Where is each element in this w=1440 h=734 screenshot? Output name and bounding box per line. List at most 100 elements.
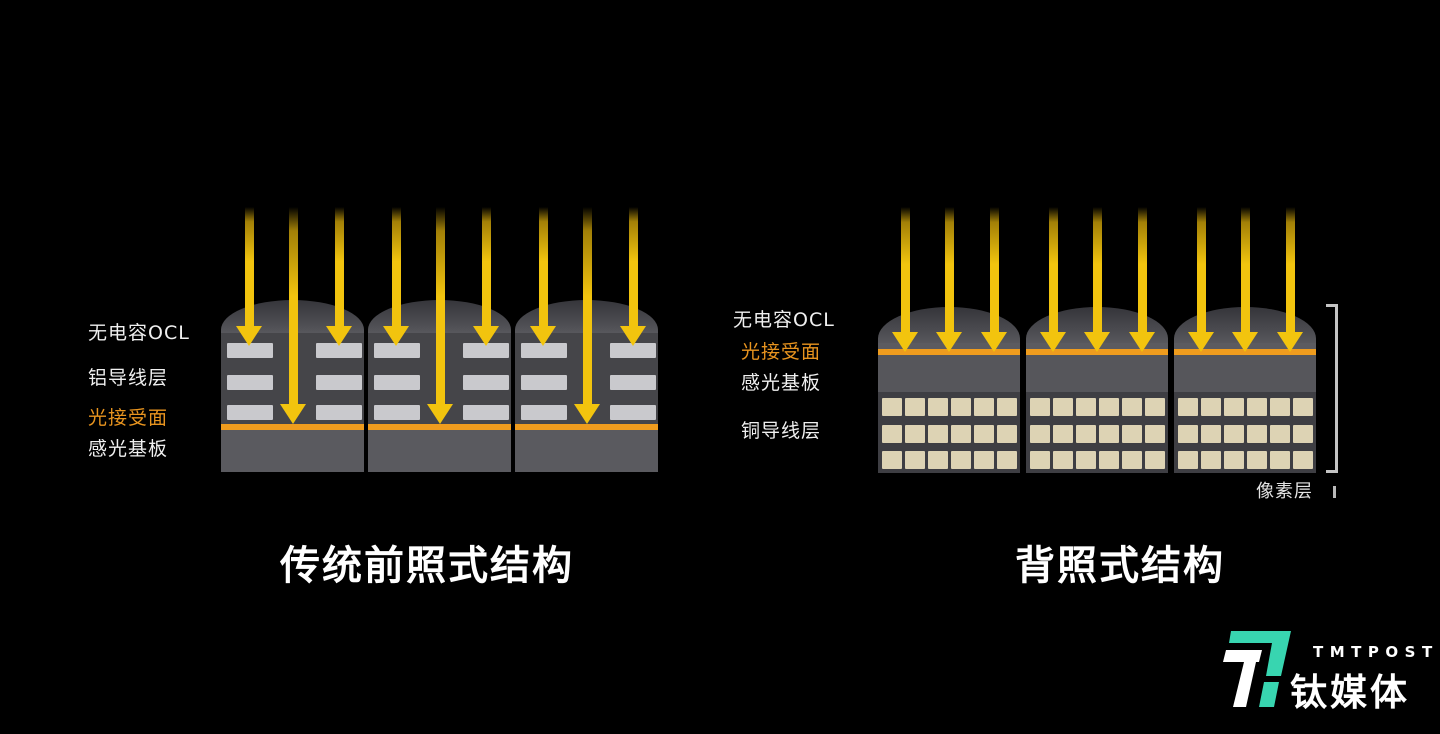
copper-block — [1247, 398, 1267, 416]
copper-block — [882, 451, 902, 469]
logo-teal-seven — [1229, 631, 1291, 676]
wiring-bar — [521, 375, 567, 390]
substrate-layer — [221, 430, 364, 472]
light-surface-line — [221, 424, 364, 430]
arrow-shaft — [391, 207, 401, 328]
label-right-ocl: 无电容OCL — [733, 309, 835, 331]
arrow-head — [383, 326, 409, 346]
copper-wiring-layer — [1174, 392, 1316, 473]
wiring-bar — [374, 375, 420, 390]
light-arrow — [1188, 207, 1214, 352]
copper-block — [1053, 425, 1073, 443]
copper-block — [1030, 451, 1050, 469]
copper-block — [1224, 398, 1244, 416]
light-arrow — [1129, 207, 1155, 352]
copper-block — [1099, 425, 1119, 443]
arrow-shaft — [334, 207, 344, 328]
wiring-bar — [227, 405, 273, 420]
arrow-head — [1188, 332, 1214, 352]
light-arrow — [326, 207, 352, 346]
arrow-head — [574, 404, 600, 424]
substrate-layer — [515, 430, 658, 472]
light-surface-line — [1026, 349, 1168, 355]
copper-block — [928, 398, 948, 416]
copper-block — [1076, 425, 1096, 443]
substrate-layer — [368, 430, 511, 472]
light-surface-line — [878, 349, 1020, 355]
light-arrow — [383, 207, 409, 346]
arrow-head — [620, 326, 646, 346]
copper-block — [1030, 398, 1050, 416]
wiring-bar — [610, 405, 656, 420]
wiring-bar — [610, 375, 656, 390]
title-front-illuminated: 传统前照式结构 — [280, 543, 574, 589]
light-arrow — [1040, 207, 1066, 352]
arrow-shaft — [1092, 207, 1102, 334]
wiring-bar — [610, 343, 656, 358]
label-left-ocl: 无电容OCL — [88, 322, 190, 344]
copper-block — [974, 398, 994, 416]
copper-block — [1178, 398, 1198, 416]
arrow-shaft — [1137, 207, 1147, 334]
logo-brand-en: TMTPOST — [1313, 643, 1439, 661]
logo-brand-cn: 钛媒体 — [1290, 671, 1410, 714]
light-arrow — [892, 207, 918, 352]
copper-block — [951, 425, 971, 443]
copper-block — [1293, 425, 1313, 443]
arrow-shaft — [1048, 207, 1058, 334]
arrow-shaft — [944, 207, 954, 334]
copper-block — [1201, 451, 1221, 469]
wiring-bar — [374, 405, 420, 420]
copper-block — [1053, 398, 1073, 416]
wiring-bar — [316, 405, 362, 420]
pixel-layer-bracket — [1326, 304, 1338, 473]
copper-block — [974, 425, 994, 443]
light-arrow — [620, 207, 646, 346]
arrow-head — [1129, 332, 1155, 352]
copper-block — [1122, 425, 1142, 443]
substrate-layer — [1026, 355, 1168, 392]
copper-block — [1201, 425, 1221, 443]
arrow-shaft — [1240, 207, 1250, 334]
wiring-bar — [463, 405, 509, 420]
arrow-head — [981, 332, 1007, 352]
arrow-shaft — [628, 207, 638, 328]
light-arrow — [1277, 207, 1303, 352]
pixel-layer-tick — [1333, 486, 1336, 498]
arrow-shaft — [900, 207, 910, 334]
arrow-shaft — [244, 207, 254, 328]
light-arrow — [936, 207, 962, 352]
copper-block — [1270, 425, 1290, 443]
arrow-head — [326, 326, 352, 346]
wiring-bar — [316, 375, 362, 390]
copper-block — [1145, 398, 1165, 416]
label-right-light-surface: 光接受面 — [741, 341, 822, 363]
arrow-shaft — [481, 207, 491, 328]
label-left-substrate: 感光基板 — [88, 438, 169, 460]
arrow-head — [936, 332, 962, 352]
copper-block — [1053, 451, 1073, 469]
arrow-shaft — [538, 207, 548, 328]
light-arrow — [574, 207, 600, 424]
light-arrow — [1232, 207, 1258, 352]
copper-block — [928, 425, 948, 443]
copper-block — [1247, 425, 1267, 443]
copper-block — [997, 398, 1017, 416]
light-arrow — [236, 207, 262, 346]
copper-block — [1224, 425, 1244, 443]
arrow-head — [1277, 332, 1303, 352]
copper-block — [1201, 398, 1221, 416]
logo-white-bar — [1223, 650, 1262, 662]
arrow-shaft — [435, 207, 445, 406]
copper-block — [1178, 451, 1198, 469]
copper-block — [882, 425, 902, 443]
wiring-bar — [521, 405, 567, 420]
light-arrow — [427, 207, 453, 424]
arrow-head — [473, 326, 499, 346]
arrow-head — [892, 332, 918, 352]
arrow-shaft — [989, 207, 999, 334]
wiring-bar — [463, 375, 509, 390]
arrow-head — [1232, 332, 1258, 352]
wiring-bar — [316, 343, 362, 358]
